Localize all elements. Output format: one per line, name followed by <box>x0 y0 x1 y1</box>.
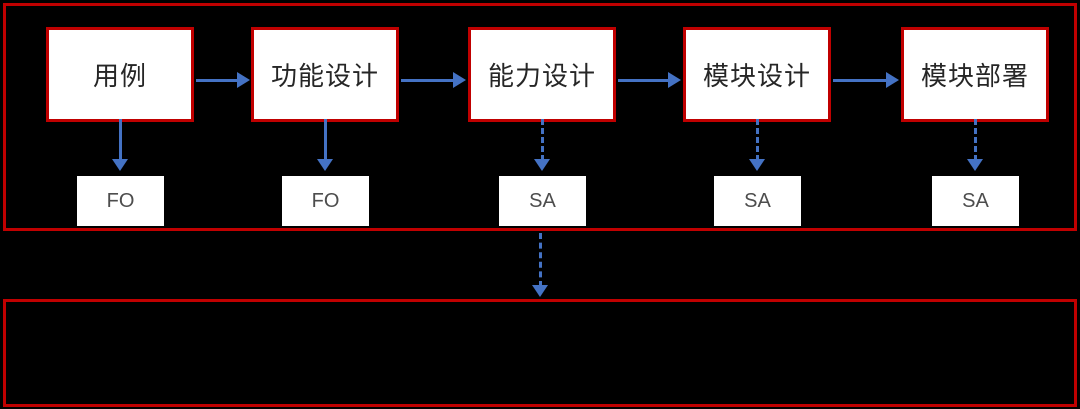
flow-arrow-2 <box>401 72 466 88</box>
stage-box-function-design: 功能设计 <box>251 27 399 122</box>
stage-label: 能力设计 <box>487 61 596 91</box>
flow-arrow-3 <box>618 72 681 88</box>
arrowhead-down-icon <box>317 159 333 171</box>
stage-connector-2 <box>317 119 333 171</box>
output-container <box>3 299 1077 407</box>
stage-box-module-design: 模块设计 <box>683 27 831 122</box>
stage-connector-5 <box>967 119 983 171</box>
tag-label: FO <box>311 189 340 212</box>
arrow-shaft <box>323 119 327 161</box>
arrowhead-right-icon <box>886 72 899 88</box>
tag-box-fo-2: FO <box>282 176 369 226</box>
pipeline-container: 用例 功能设计 能力设计 模块设计 模块部署 FO FO SA SA SA <box>3 3 1077 231</box>
stage-label: 功能设计 <box>270 61 379 91</box>
stage-connector-1 <box>112 119 128 171</box>
stage-label: 模块部署 <box>920 61 1029 91</box>
arrowhead-down-icon <box>532 285 548 297</box>
stage-connector-4 <box>749 119 765 171</box>
flow-arrow-4 <box>833 72 899 88</box>
arrow-shaft <box>401 78 455 82</box>
arrow-shaft <box>833 78 888 82</box>
tag-box-sa-3: SA <box>932 176 1019 226</box>
arrowhead-down-icon <box>749 159 765 171</box>
tag-label: SA <box>529 189 556 212</box>
stage-box-module-deploy: 模块部署 <box>901 27 1049 122</box>
stage-label: 用例 <box>92 61 147 91</box>
arrowhead-right-icon <box>453 72 466 88</box>
arrowhead-down-icon <box>967 159 983 171</box>
stage-label: 模块设计 <box>702 61 811 91</box>
arrow-shaft <box>540 119 544 161</box>
arrowhead-down-icon <box>112 159 128 171</box>
tag-label: SA <box>744 189 771 212</box>
arrowhead-right-icon <box>237 72 250 88</box>
tag-label: SA <box>962 189 989 212</box>
tag-box-sa-1: SA <box>499 176 586 226</box>
stage-connector-3 <box>534 119 550 171</box>
tag-box-fo-1: FO <box>77 176 164 226</box>
arrow-shaft <box>755 119 759 161</box>
arrowhead-down-icon <box>534 159 550 171</box>
flow-arrow-1 <box>196 72 250 88</box>
pipeline-to-output-connector <box>532 233 548 297</box>
arrow-shaft <box>196 78 239 82</box>
tag-label: FO <box>106 189 135 212</box>
arrow-shaft <box>618 78 670 82</box>
stage-box-use-case: 用例 <box>46 27 194 122</box>
tag-box-sa-2: SA <box>714 176 801 226</box>
arrow-shaft <box>118 119 122 161</box>
arrowhead-right-icon <box>668 72 681 88</box>
arrow-shaft <box>973 119 977 161</box>
stage-box-capability-design: 能力设计 <box>468 27 616 122</box>
arrow-shaft <box>538 233 542 287</box>
